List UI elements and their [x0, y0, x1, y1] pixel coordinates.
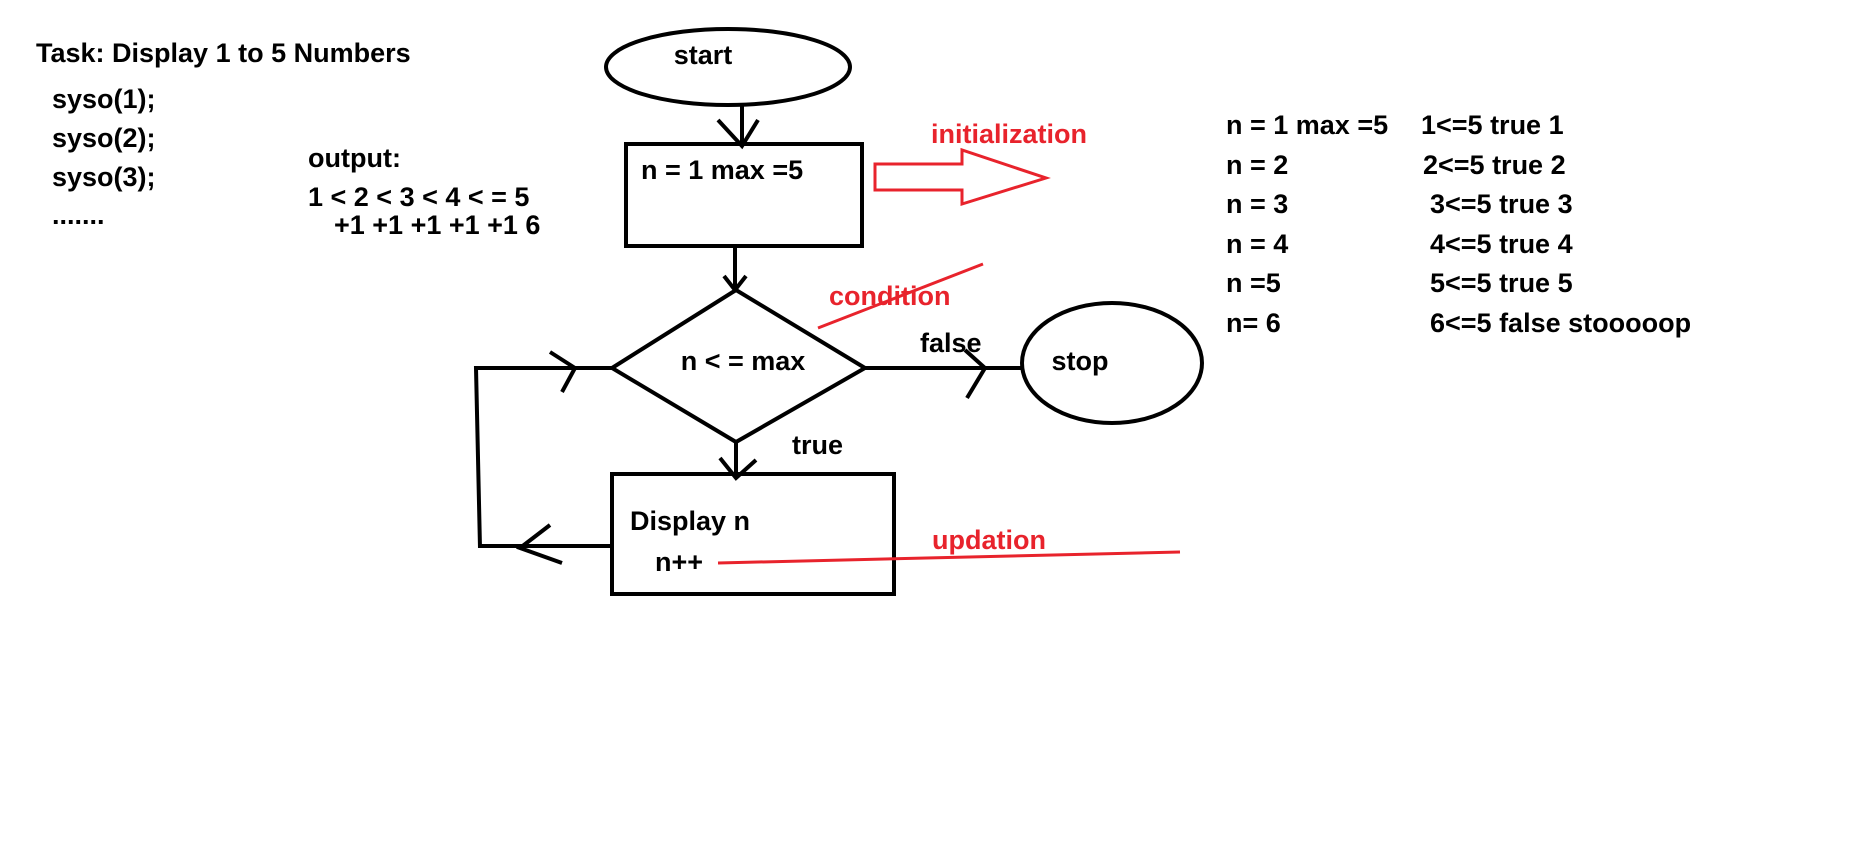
init-label: n = 1 max =5: [641, 155, 803, 185]
display-label: Display n: [630, 506, 750, 536]
false-branch-label: false: [920, 328, 982, 358]
initialization-arrow: [873, 147, 1051, 207]
trace-state-3: n = 3: [1226, 189, 1288, 219]
true-branch-label: true: [792, 430, 843, 460]
trace-check-6: 6<=5 false stooooop: [1430, 308, 1691, 338]
output-label: output:: [308, 143, 401, 173]
arrow-init-to-condition: [722, 246, 748, 294]
trace-state-5: n =5: [1226, 268, 1281, 298]
trace-state-6: n= 6: [1226, 308, 1281, 338]
condition-pointer-line: [817, 262, 984, 330]
updation-annotation: updation: [932, 525, 1046, 555]
start-terminal: [604, 27, 852, 107]
trace-check-4: 4<=5 true 4: [1430, 229, 1573, 259]
loop-back-arrow: [473, 350, 612, 565]
task-line-ellipsis: .......: [52, 200, 105, 230]
trace-check-1: 1<=5 true 1: [1421, 110, 1564, 140]
trace-state-4: n = 4: [1226, 229, 1288, 259]
trace-check-3: 3<=5 true 3: [1430, 189, 1573, 219]
trace-table: n = 1 max =5 1<=5 true 1 n = 2 2<=5 true…: [1226, 110, 1691, 338]
stop-terminal: [1020, 301, 1204, 425]
arrow-false-to-stop: [865, 348, 1021, 400]
display-process-box: [610, 472, 896, 596]
updation-pointer-line: [717, 550, 1181, 565]
task-title: Task: Display 1 to 5 Numbers: [36, 38, 411, 68]
trace-check-2: 2<=5 true 2: [1423, 150, 1566, 180]
trace-check-5: 5<=5 true 5: [1430, 268, 1573, 298]
arrow-start-to-init: [716, 104, 760, 150]
condition-annotation: condition: [829, 281, 950, 311]
condition-label: n < = max: [681, 346, 806, 376]
start-label: start: [674, 40, 733, 70]
stop-label: stop: [1052, 346, 1109, 376]
task-line-2: syso(2);: [52, 123, 156, 153]
init-process-box: [624, 142, 864, 248]
increment-label: n++: [655, 547, 703, 577]
trace-state-1: n = 1 max =5: [1226, 110, 1388, 140]
output-sequence: 1 < 2 < 3 < 4 < = 5: [308, 182, 529, 212]
task-line-1: syso(1);: [52, 84, 156, 114]
initialization-annotation: initialization: [931, 119, 1087, 149]
output-increments: +1 +1 +1 +1 +1 6: [334, 210, 540, 240]
trace-state-2: n = 2: [1226, 150, 1288, 180]
task-line-3: syso(3);: [52, 162, 156, 192]
